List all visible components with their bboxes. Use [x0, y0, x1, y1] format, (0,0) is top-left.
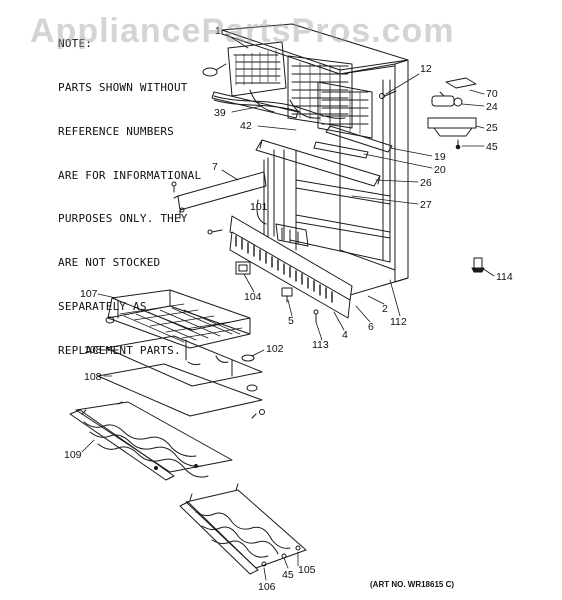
- note-line-4: PURPOSES ONLY. THEY: [58, 212, 188, 226]
- note-line-3: ARE FOR INFORMATIONAL: [58, 168, 202, 182]
- note-line-6: SEPARATELY AS: [58, 299, 147, 313]
- callout-25: 25: [486, 122, 498, 134]
- callout-114: 114: [496, 271, 513, 283]
- note-line-5: ARE NOT STOCKED: [58, 256, 161, 270]
- note-heading: NOTE:: [58, 37, 93, 51]
- callout-45-top: 45: [486, 141, 498, 153]
- note-block: NOTE: PARTS SHOWN WITHOUT REFERENCE NUMB…: [58, 8, 201, 387]
- callout-70: 70: [486, 88, 498, 100]
- callout-112: 112: [390, 316, 407, 328]
- note-line-7: REPLACEMENT PARTS.: [58, 343, 181, 357]
- leveling-leg: [472, 258, 484, 272]
- cabinet-shell: [222, 24, 408, 298]
- callout-109: 109: [64, 449, 82, 461]
- wire-shelf-107: [106, 290, 250, 348]
- right-small-parts: [380, 78, 477, 149]
- callout-6: 6: [368, 321, 374, 333]
- callout-104: 104: [244, 291, 262, 303]
- callout-102: 102: [266, 343, 284, 355]
- callout-101: 101: [250, 201, 268, 213]
- callout-108-lower: 108: [84, 371, 102, 383]
- callout-4: 4: [342, 329, 348, 341]
- shelves-108: [98, 336, 265, 418]
- callout-39: 39: [214, 107, 226, 119]
- callout-labels: 1 12 70 24 25 45 39 42 19 20 26 27 7 101…: [64, 25, 513, 593]
- callout-2: 2: [382, 303, 388, 315]
- callout-108-upper: 108: [84, 344, 102, 356]
- callout-107: 107: [80, 288, 98, 300]
- callout-113: 113: [312, 339, 329, 351]
- callout-24: 24: [486, 101, 498, 113]
- callout-19: 19: [434, 151, 446, 163]
- callout-20: 20: [434, 164, 446, 176]
- trays: [212, 92, 392, 186]
- callout-12: 12: [420, 63, 432, 75]
- callout-106: 106: [258, 581, 276, 593]
- note-line-1: PARTS SHOWN WITHOUT: [58, 80, 188, 94]
- callout-1: 1: [215, 25, 221, 37]
- callout-7: 7: [212, 161, 218, 173]
- watermark: AppliancePartsPros.com: [30, 12, 455, 50]
- callout-27: 27: [420, 199, 432, 211]
- callout-42: 42: [240, 120, 252, 132]
- wine-rack-106: [180, 484, 306, 574]
- art-number: (ART NO. WR18615 C): [370, 580, 455, 589]
- leader-lines: [82, 34, 494, 580]
- callout-26: 26: [420, 177, 432, 189]
- callout-105: 105: [298, 564, 316, 576]
- wine-rack-109: [70, 402, 232, 480]
- callout-5: 5: [288, 315, 294, 327]
- evaporator-assembly: [203, 42, 372, 138]
- front-grille-panel: [208, 216, 352, 322]
- bracket-7: [172, 158, 268, 240]
- callout-45-bottom: 45: [282, 569, 294, 581]
- note-line-2: REFERENCE NUMBERS: [58, 124, 174, 138]
